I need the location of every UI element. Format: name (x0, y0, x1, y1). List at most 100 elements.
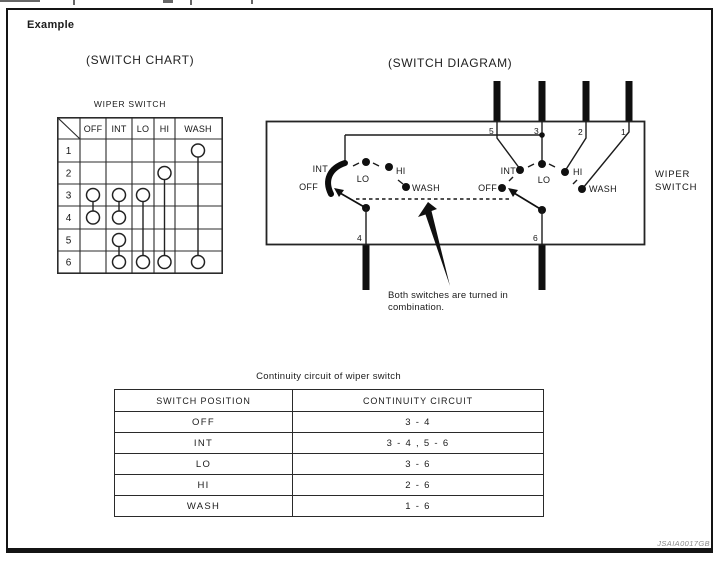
right-wiper-arm (513, 192, 543, 211)
contact-circle (111, 187, 127, 203)
cell-switch-position: WASH (114, 495, 293, 517)
internal-wiring (344, 121, 630, 189)
left-label-int: INT (313, 164, 329, 174)
chart-col-header-lo: LO (137, 124, 149, 134)
right-label-lo: LO (538, 175, 551, 185)
cell-switch-position: OFF (114, 411, 293, 433)
table-row: LO 3 - 6 (114, 453, 544, 475)
left-contact-wash (402, 183, 410, 191)
chart-row-label-5: 5 (66, 236, 72, 247)
scan-artifact (73, 0, 75, 5)
cell-continuity-circuit: 2 - 6 (292, 474, 544, 496)
chart-col-header-off: OFF (84, 124, 103, 134)
table-row: INT 3 - 4 , 5 - 6 (114, 432, 544, 454)
wiper-switch-diagram: 5 3 2 1 4 6 INT OFF LO HI WASH INT OFF L… (265, 81, 697, 290)
chart-grid (57, 117, 223, 274)
left-contact-arc (325, 160, 348, 197)
right-contact-hi (561, 168, 569, 176)
example-label: Example (27, 19, 75, 31)
terminal-wires (362, 81, 633, 290)
left-arm-arrowhead (334, 188, 344, 197)
scan-artifact (251, 0, 253, 4)
chart-column-headers: OFF INT LO HI WASH (84, 124, 212, 134)
scan-artifact (163, 0, 173, 3)
contact-circle (85, 187, 101, 203)
right-contact-off (498, 184, 506, 192)
contact-circle (157, 254, 172, 270)
figure-id: JSAIA0017GB (657, 539, 710, 548)
cell-switch-position: HI (114, 474, 293, 496)
table-row: HI 2 - 6 (114, 474, 544, 496)
right-label-off: OFF (478, 183, 497, 193)
wiper-switch-chart: OFF INT LO HI WASH 1 2 3 4 5 6 (57, 117, 223, 274)
left-contact-hi (385, 163, 393, 171)
left-contact-lo (362, 158, 370, 166)
left-label-off: OFF (299, 182, 318, 192)
col-header-continuity-circuit: CONTINUITY CIRCUIT (292, 389, 544, 412)
right-contact-lo (538, 160, 546, 168)
junction-dot (539, 132, 545, 138)
scan-artifact (190, 0, 192, 5)
terminal-label-6: 6 (533, 233, 538, 243)
right-contact-int (516, 166, 524, 174)
right-switch (498, 160, 586, 245)
terminal-label-2: 2 (578, 127, 583, 137)
contact-circle (135, 187, 151, 203)
chart-row-label-1: 1 (66, 146, 72, 157)
cell-continuity-circuit: 1 - 6 (292, 495, 544, 517)
chart-row-label-6: 6 (66, 258, 72, 269)
switch-diagram-heading: (SWITCH DIAGRAM) (388, 56, 513, 70)
contact-circle (190, 254, 206, 270)
chart-col-header-int: INT (111, 124, 126, 134)
left-switch (325, 158, 410, 245)
side-label-wiper: WIPER (655, 169, 690, 180)
terminal-label-3: 3 (534, 126, 539, 136)
chart-continuity-marks (85, 143, 206, 270)
contact-circle (85, 210, 101, 225)
table-header-row: SWITCH POSITION CONTINUITY CIRCUIT (114, 389, 544, 412)
wiper-switch-box (265, 120, 646, 246)
chart-col-header-wash: WASH (184, 124, 211, 134)
cell-continuity-circuit: 3 - 4 , 5 - 6 (292, 432, 544, 454)
cell-switch-position: INT (114, 432, 293, 454)
wiper-switch-chart-title: WIPER SWITCH (93, 99, 167, 109)
switch-chart-heading: (SWITCH CHART) (86, 53, 195, 67)
table-row: WASH 1 - 6 (114, 495, 544, 517)
contact-circle (157, 165, 172, 181)
chart-row-label-3: 3 (66, 191, 72, 202)
terminal-label-1: 1 (621, 127, 626, 137)
terminal-label-5: 5 (489, 126, 494, 136)
terminal-label-4: 4 (357, 233, 362, 243)
page-frame (6, 8, 713, 553)
combination-note: Both switches are turned in combination. (388, 290, 508, 313)
contact-circle (111, 254, 127, 270)
right-contact-wash (578, 185, 586, 193)
chart-row-label-4: 4 (66, 213, 72, 224)
right-label-wash: WASH (589, 184, 617, 194)
chart-row-labels: 1 2 3 4 5 6 (66, 146, 72, 269)
header-diagonal (57, 117, 81, 140)
chart-col-header-hi: HI (160, 124, 169, 134)
chart-row-label-2: 2 (66, 169, 72, 180)
cell-switch-position: LO (114, 453, 293, 475)
right-arm-arrowhead (508, 188, 518, 197)
side-label-switch: SWITCH (655, 182, 697, 193)
contact-circle (135, 254, 151, 270)
col-header-switch-position: SWITCH POSITION (114, 389, 293, 412)
continuity-table: SWITCH POSITION CONTINUITY CIRCUIT OFF 3… (114, 389, 544, 517)
right-label-int: INT (501, 166, 517, 176)
right-label-hi: HI (573, 167, 583, 177)
left-label-hi: HI (396, 166, 406, 176)
contact-circle (111, 232, 127, 248)
scan-artifact (0, 0, 40, 2)
left-wiper-arm (339, 192, 367, 209)
diagram-labels: 5 3 2 1 4 6 INT OFF LO HI WASH INT OFF L… (299, 126, 697, 243)
contact-circle (111, 210, 127, 225)
left-label-lo: LO (357, 174, 370, 184)
cell-continuity-circuit: 3 - 6 (292, 453, 544, 475)
continuity-table-title: Continuity circuit of wiper switch (256, 371, 401, 382)
contact-circle (190, 143, 206, 158)
table-row: OFF 3 - 4 (114, 411, 544, 433)
left-label-wash: WASH (412, 183, 440, 193)
